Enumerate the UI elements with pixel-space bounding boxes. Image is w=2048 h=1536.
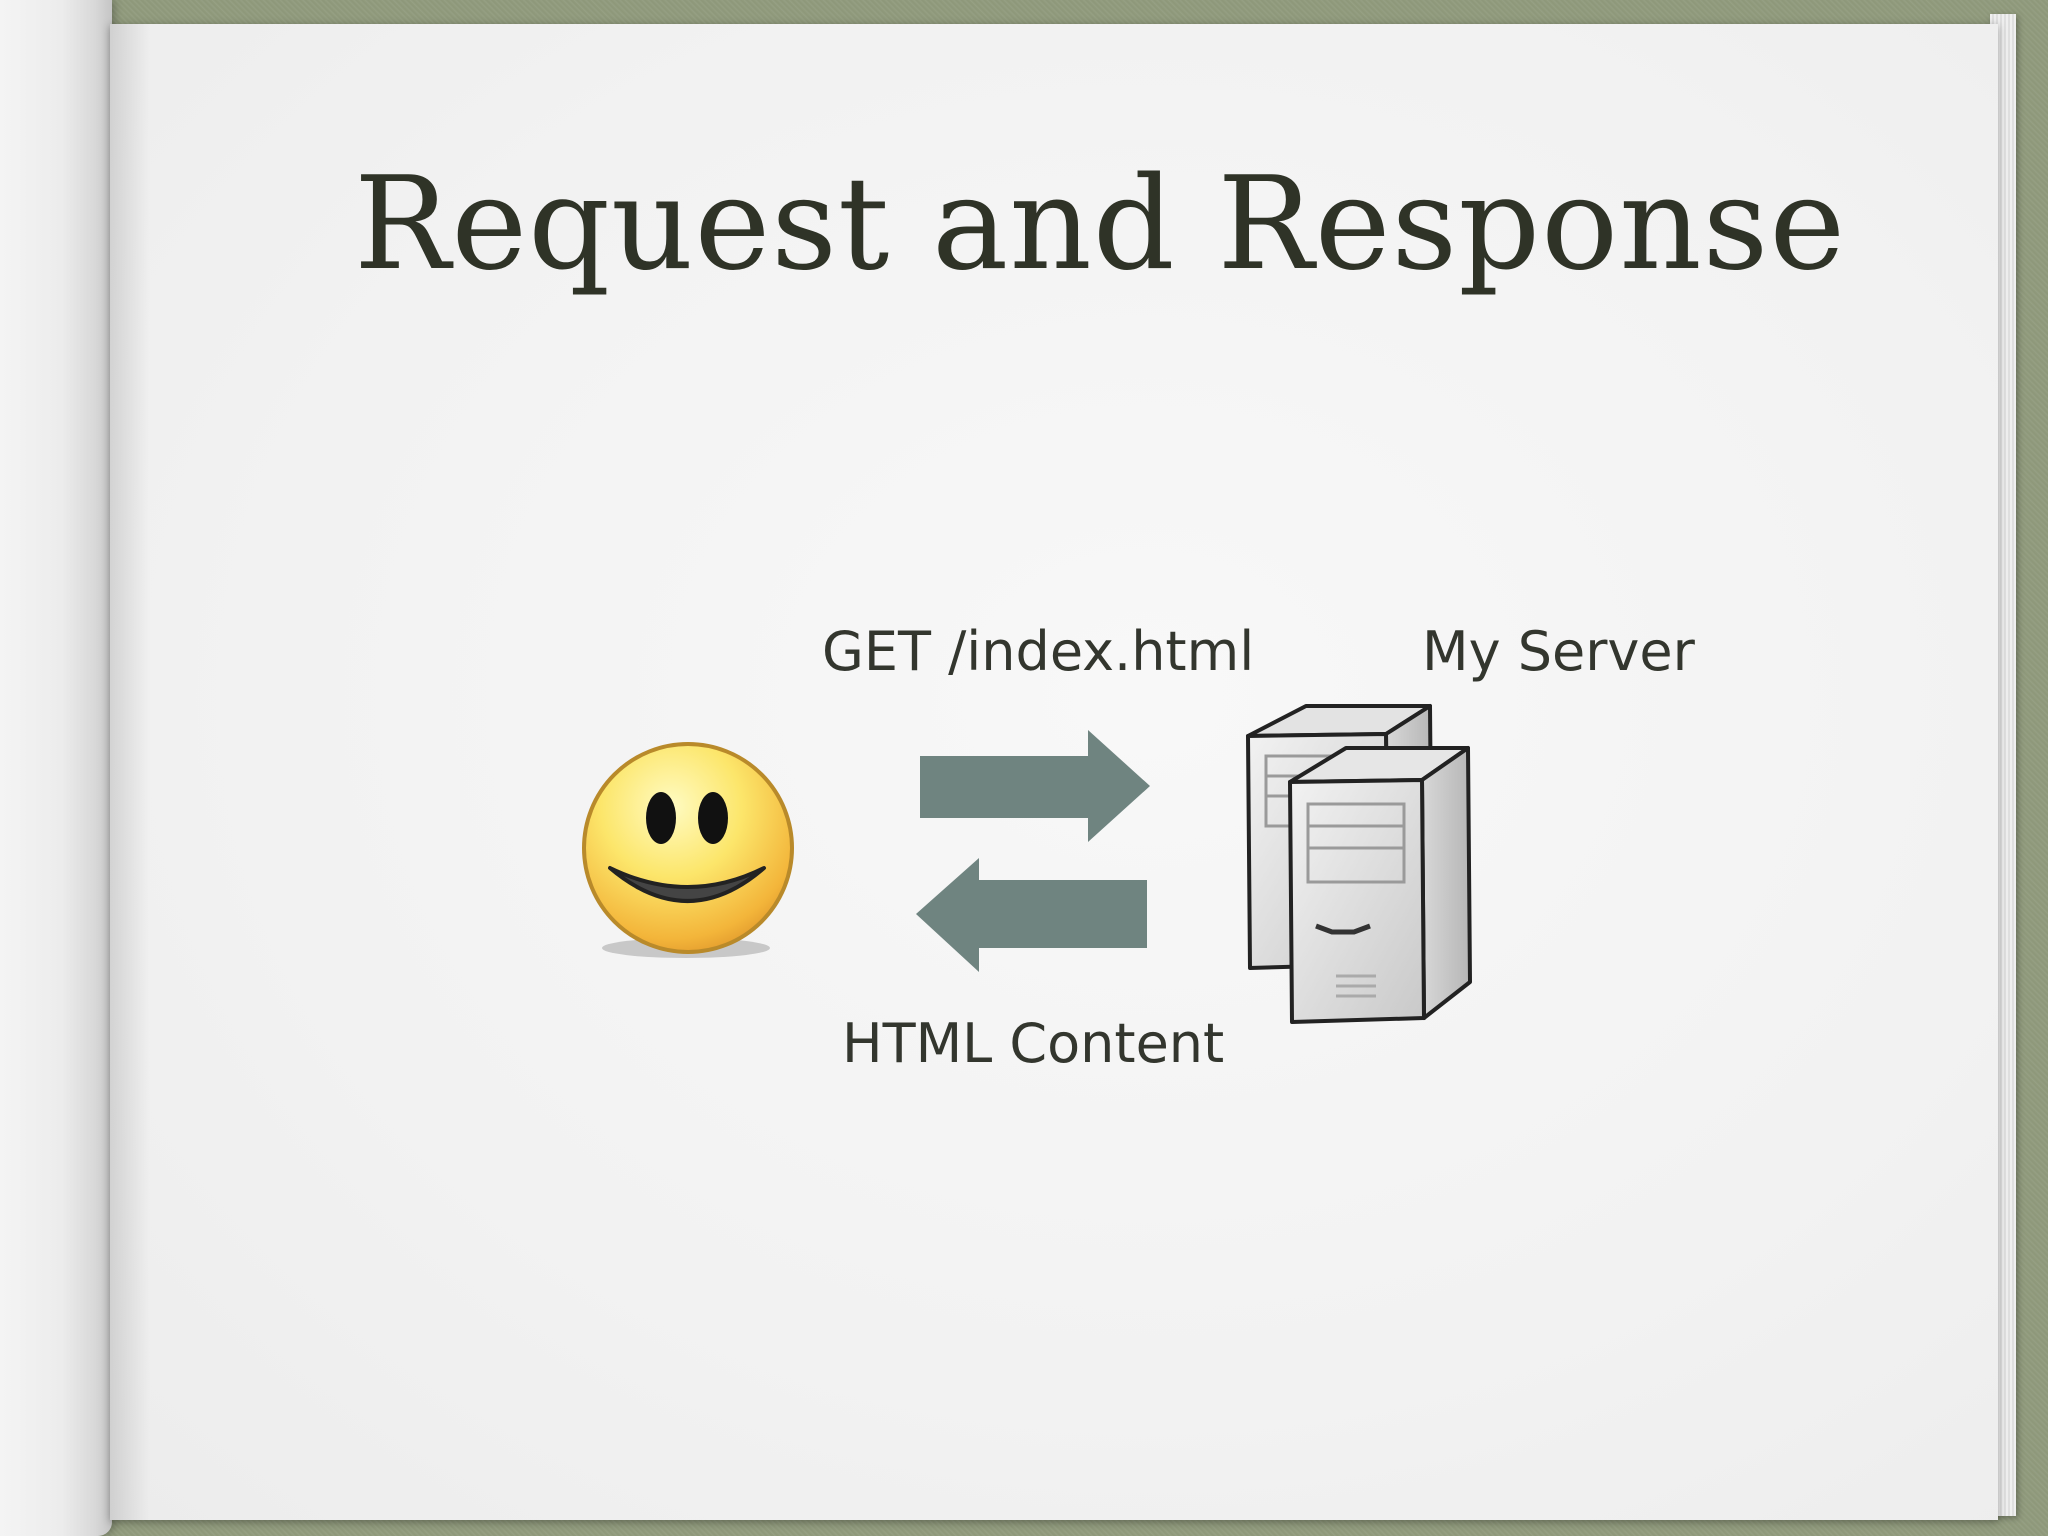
left-page xyxy=(0,0,112,1536)
smiley-face-icon xyxy=(582,742,794,958)
arrow-left-icon xyxy=(916,858,1147,972)
server-label: My Server xyxy=(1422,620,1695,683)
request-label: GET /index.html xyxy=(822,620,1255,683)
slide-title: Request and Response xyxy=(353,150,1847,299)
server-icon xyxy=(1246,704,1472,1024)
page-gutter-shadow xyxy=(110,24,150,1520)
arrow-right-icon xyxy=(920,730,1150,842)
response-label: HTML Content xyxy=(842,1012,1225,1075)
